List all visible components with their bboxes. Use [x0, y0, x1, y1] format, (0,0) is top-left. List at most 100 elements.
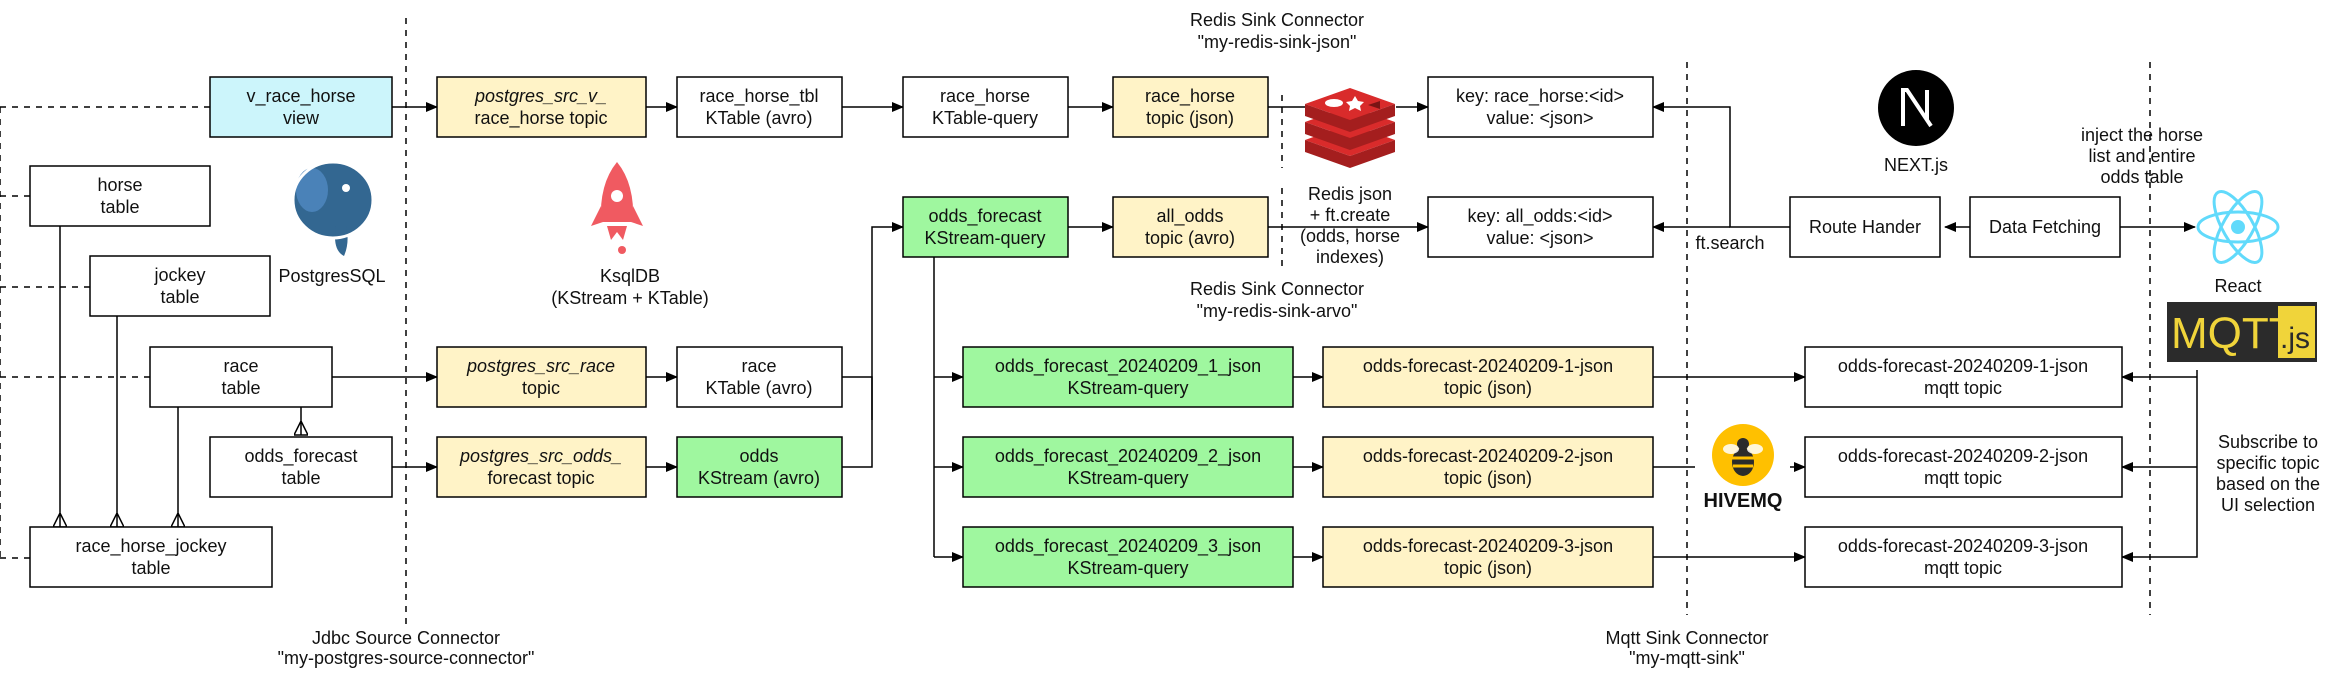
odds3-topic-line2: topic (json)	[1444, 558, 1532, 578]
nextjs-label: NEXT.js	[1884, 155, 1948, 175]
redis-race-horse-key-line1: key: race_horse:<id>	[1456, 86, 1624, 107]
mqtt-topic-1[interactable]: odds-forecast-20240209-1-json mqtt topic	[1804, 346, 2123, 408]
odds3-json-topic[interactable]: odds-forecast-20240209-3-json topic (jso…	[1322, 526, 1654, 588]
mqtt-topic-2-line1: odds-forecast-20240209-2-json	[1838, 446, 2088, 466]
odds3-query-line1: odds_forecast_20240209_3_json	[995, 536, 1261, 557]
postgres-src-race-topic[interactable]: postgres_src_race topic	[436, 346, 647, 408]
nextjs-icon	[1878, 70, 1954, 146]
odds-kstream-line2: KStream (avro)	[698, 468, 820, 488]
race-table[interactable]: race table	[149, 346, 333, 408]
horse-table-line1: horse	[97, 175, 142, 195]
hivemq-label: HIVEMQ	[1704, 490, 1783, 512]
postgres-src-odds-topic[interactable]: postgres_src_odds_ forecast topic	[436, 436, 647, 498]
odds-forecast-kstream-query[interactable]: odds_forecast KStream-query	[902, 196, 1069, 258]
v-race-horse-view[interactable]: v_race_horse view	[209, 76, 393, 138]
subscribe-note-3: based on the	[2216, 474, 2320, 494]
redis-race-horse-key[interactable]: key: race_horse:<id> value: <json>	[1427, 76, 1654, 138]
race-ktable[interactable]: race KTable (avro)	[676, 346, 843, 408]
pg-odds-line1: postgres_src_odds_	[459, 446, 622, 466]
inject-note-2: list and entire	[2088, 146, 2195, 166]
redis-index-note-3: (odds, horse	[1300, 226, 1400, 246]
race-ktable-line1: race	[741, 356, 776, 376]
mqtt-logo-js-text: .js	[2280, 322, 2310, 355]
race-table-line2: table	[221, 378, 260, 398]
race-horse-json-topic[interactable]: race_horse topic (json)	[1112, 76, 1269, 138]
v-race-horse-line1: v_race_horse	[246, 86, 355, 107]
odds2-query-line2: KStream-query	[1067, 468, 1188, 488]
postgres-label: PostgresSQL	[278, 266, 385, 286]
horse-table[interactable]: horse table	[29, 165, 211, 227]
mqtt-connector-name: "my-mqtt-sink"	[1629, 648, 1745, 668]
redis-all-odds-key-line1: key: all_odds:<id>	[1467, 206, 1612, 227]
redis-icon	[1305, 88, 1395, 168]
race-horse-ktable-query[interactable]: race_horse KTable-query	[902, 76, 1069, 138]
jockey-table[interactable]: jockey table	[89, 255, 271, 317]
data-fetching[interactable]: Data Fetching	[1969, 196, 2121, 258]
inject-note-1: inject the horse	[2081, 125, 2203, 145]
odds2-kstream-query[interactable]: odds_forecast_20240209_2_json KStream-qu…	[962, 436, 1294, 498]
odds1-kstream-query[interactable]: odds_forecast_20240209_1_json KStream-qu…	[962, 346, 1294, 408]
redis-index-note-2: + ft.create	[1310, 205, 1391, 225]
redis-all-odds-key[interactable]: key: all_odds:<id> value: <json>	[1427, 196, 1654, 258]
mqtt-logo-text: MQTT	[2171, 309, 2296, 358]
mqtt-topic-2[interactable]: odds-forecast-20240209-2-json mqtt topic	[1804, 436, 2123, 498]
redis-json-connector-title: Redis Sink Connector	[1190, 10, 1364, 30]
ksqldb-label: KsqlDB	[600, 266, 660, 286]
odds2-topic-line2: topic (json)	[1444, 468, 1532, 488]
race-horse-jockey-table[interactable]: race_horse_jockey table	[29, 526, 273, 588]
pg-race-line2: topic	[522, 378, 560, 398]
all-odds-line2: topic (avro)	[1145, 228, 1235, 248]
race-horse-tbl-line1: race_horse_tbl	[699, 86, 818, 107]
elephant-icon	[291, 160, 375, 256]
mqtt-topic-3-line1: odds-forecast-20240209-3-json	[1838, 536, 2088, 556]
odds-kstream[interactable]: odds KStream (avro)	[676, 436, 843, 498]
pg-race-line1: postgres_src_race	[466, 356, 615, 376]
flow-arrows	[332, 102, 2198, 562]
jockey-table-line2: table	[160, 287, 199, 307]
react-icon	[2196, 190, 2280, 264]
race-horse-tbl-line2: KTable (avro)	[705, 108, 812, 128]
subscribe-note-4: UI selection	[2221, 495, 2315, 515]
nextjs-logo: NEXT.js	[1878, 70, 1954, 175]
mqtt-topic-1-line1: odds-forecast-20240209-1-json	[1838, 356, 2088, 376]
source-bus-lines	[0, 106, 210, 559]
subscribe-note-2: specific topic	[2216, 453, 2319, 473]
subscribe-note-1: Subscribe to	[2218, 432, 2318, 452]
pg-race-horse-line1: postgres_src_v_	[474, 86, 607, 106]
mqtt-topic-3[interactable]: odds-forecast-20240209-3-json mqtt topic	[1804, 526, 2123, 588]
odds1-topic-line2: topic (json)	[1444, 378, 1532, 398]
postgres-logo: PostgresSQL	[278, 160, 386, 286]
mqtt-topic-1-line2: mqtt topic	[1924, 378, 2002, 398]
odds-forecast-query-line1: odds_forecast	[928, 206, 1041, 227]
react-logo: React	[2196, 190, 2280, 296]
odds2-json-topic[interactable]: odds-forecast-20240209-2-json topic (jso…	[1322, 436, 1654, 498]
jdbc-connector-name: "my-postgres-source-connector"	[278, 648, 535, 668]
odds-forecast-table[interactable]: odds_forecast table	[209, 436, 393, 498]
redis-arvo-connector-title: Redis Sink Connector	[1190, 279, 1364, 299]
mqtt-topic-3-line2: mqtt topic	[1924, 558, 2002, 578]
odds-forecast-table-line1: odds_forecast	[244, 446, 357, 467]
odds2-query-line1: odds_forecast_20240209_2_json	[995, 446, 1261, 467]
odds3-kstream-query[interactable]: odds_forecast_20240209_3_json KStream-qu…	[962, 526, 1294, 588]
bee-icon	[1712, 424, 1774, 486]
pg-race-horse-line2: race_horse topic	[474, 108, 607, 129]
race-horse-query-line2: KTable-query	[932, 108, 1038, 128]
redis-race-horse-key-line2: value: <json>	[1486, 108, 1593, 128]
route-handler[interactable]: Route Hander	[1789, 196, 1941, 258]
all-odds-avro-topic[interactable]: all_odds topic (avro)	[1112, 196, 1269, 258]
odds-forecast-query-line2: KStream-query	[924, 228, 1045, 248]
rocket-icon	[591, 162, 643, 254]
odds1-query-line2: KStream-query	[1067, 378, 1188, 398]
mqtt-logo-js-background	[2278, 306, 2315, 358]
odds1-query-line1: odds_forecast_20240209_1_json	[995, 356, 1261, 377]
redis-logo	[1305, 88, 1395, 168]
mqttjs-logo: MQTT .js	[2167, 302, 2317, 362]
odds1-json-topic[interactable]: odds-forecast-20240209-1-json topic (jso…	[1322, 346, 1654, 408]
postgres-src-race-horse-topic[interactable]: postgres_src_v_ race_horse topic	[436, 76, 647, 138]
race-horse-tbl-ktable[interactable]: race_horse_tbl KTable (avro)	[676, 76, 843, 138]
horse-table-line2: table	[100, 197, 139, 217]
race-horse-jockey-line1: race_horse_jockey	[75, 536, 226, 557]
react-label: React	[2214, 276, 2261, 296]
inject-note-3: odds table	[2100, 167, 2183, 187]
odds-forecast-table-line2: table	[281, 468, 320, 488]
